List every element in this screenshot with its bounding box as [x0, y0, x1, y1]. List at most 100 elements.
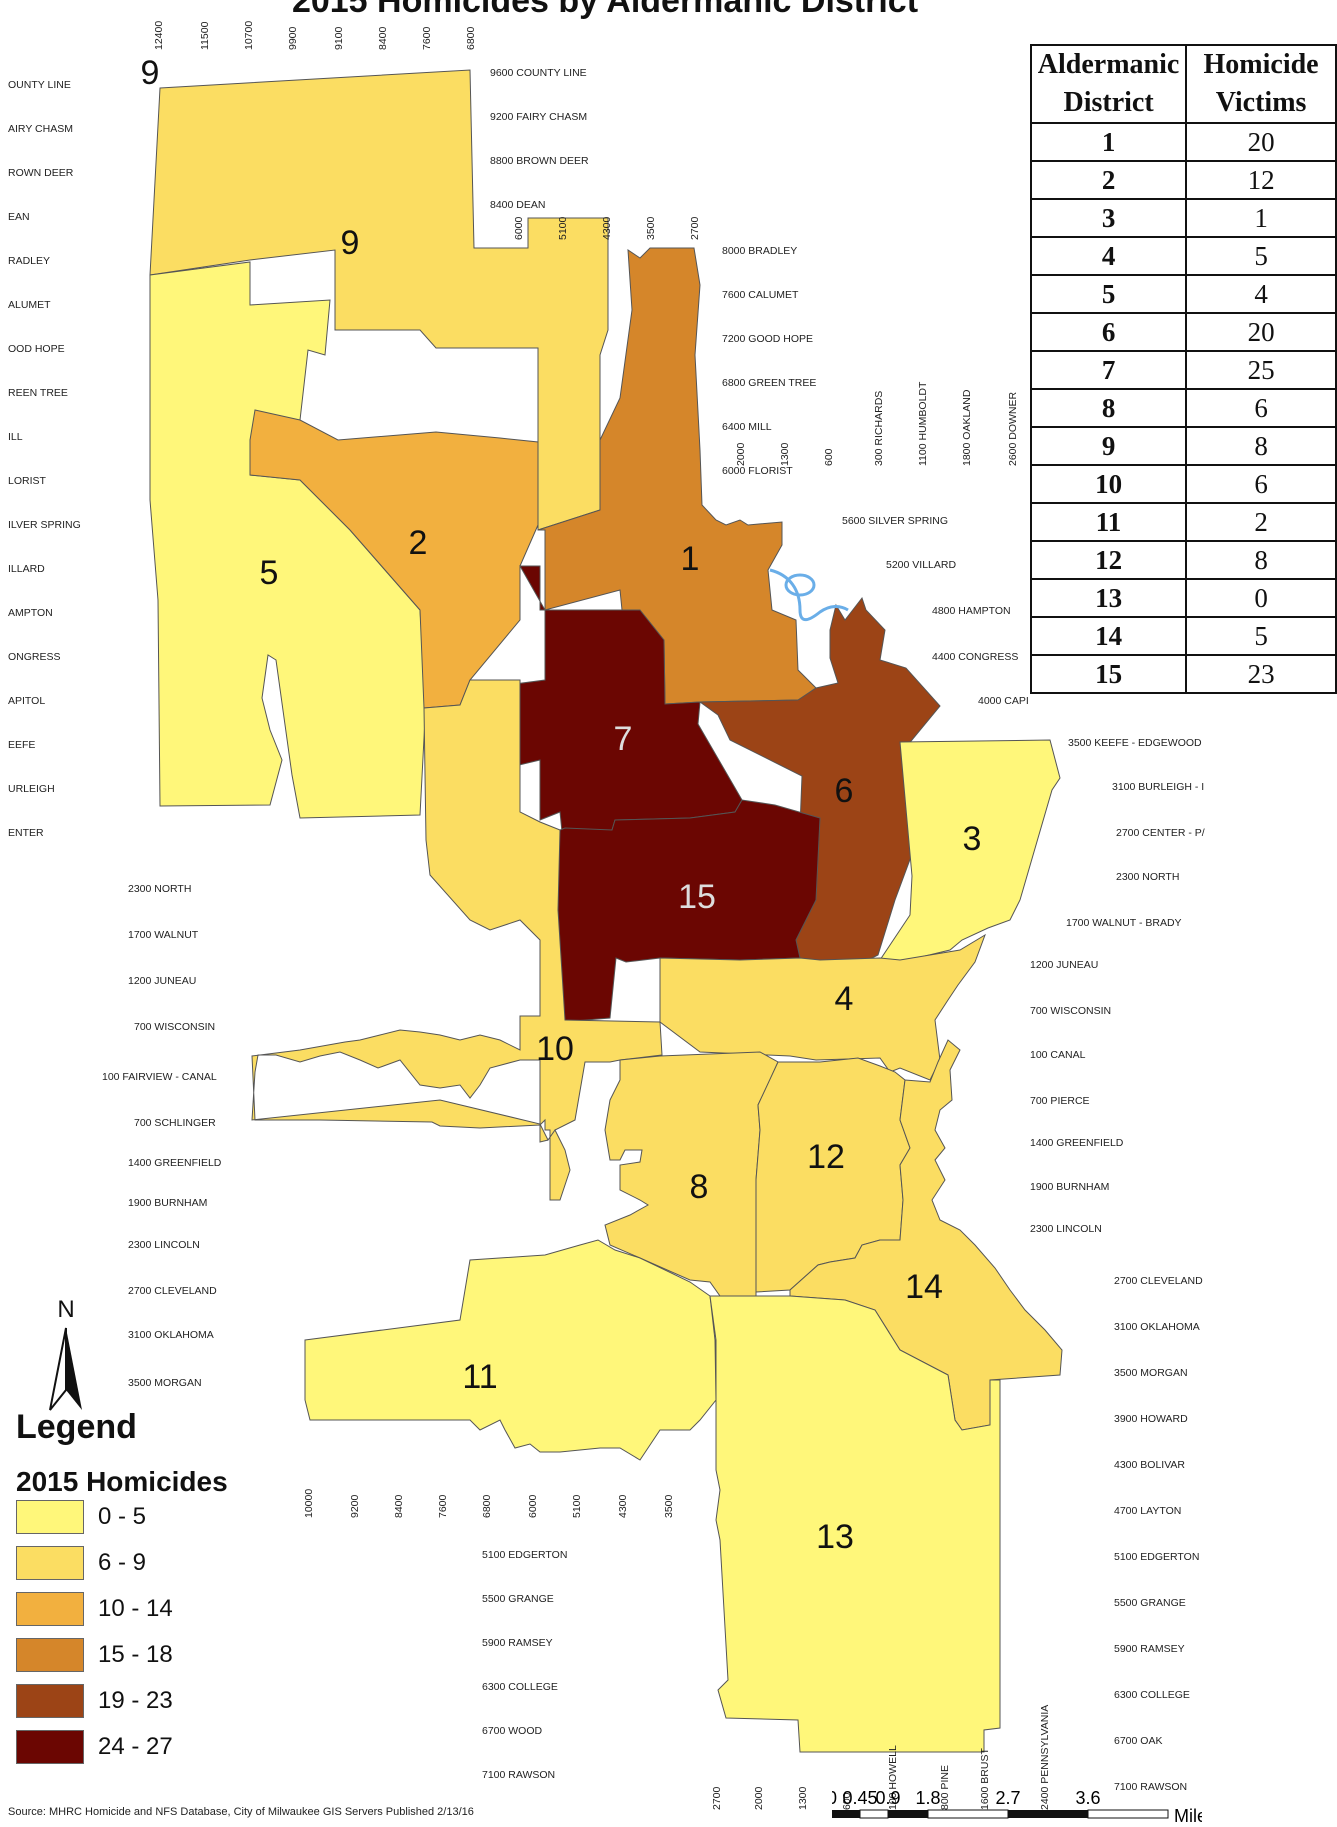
street-label: 1700 WALNUT - BRADY [1066, 917, 1182, 929]
street-label: 6300 COLLEGE [482, 1681, 558, 1693]
scale-tick-label: 2.7 [995, 1788, 1020, 1808]
legend-swatch [16, 1730, 84, 1764]
lagoon [784, 573, 816, 597]
street-label: 3500 MORGAN [1114, 1367, 1188, 1379]
victims-cell: 20 [1185, 122, 1337, 162]
street-label: 1200 JUNEAU [128, 975, 196, 987]
district-label-6: 6 [835, 772, 854, 810]
street-label: ONGRESS [8, 651, 61, 663]
district-10-area[interactable] [251, 679, 663, 1201]
street-label: 2300 NORTH [1116, 871, 1179, 883]
address-number: 8400 [377, 26, 389, 50]
legend-item: 24 - 27 [16, 1730, 173, 1764]
district-cell: 3 [1029, 198, 1188, 238]
street-label: ALUMET [8, 299, 51, 311]
district-5-area[interactable] [149, 261, 427, 819]
district-2-area[interactable] [249, 409, 539, 709]
address-number: 9100 [333, 26, 345, 50]
cross-street-label: 2600 DOWNER [1007, 391, 1019, 466]
victims-cell: 6 [1185, 388, 1337, 428]
legend-item: 19 - 23 [16, 1684, 173, 1718]
district-13-area[interactable] [709, 1295, 1001, 1753]
district-label-15: 15 [678, 878, 716, 916]
district-label-13: 13 [816, 1518, 854, 1556]
district-3-area[interactable] [879, 739, 1061, 963]
scale-tick-label: 0 [832, 1788, 837, 1808]
legend-label: 10 - 14 [98, 1595, 173, 1622]
street-label: ILVER SPRING [8, 519, 81, 531]
cross-street-label: 1800 OAKLAND [961, 389, 973, 466]
street-label: 3100 OKLAHOMA [128, 1329, 214, 1341]
address-number: 2700 [711, 1786, 723, 1810]
north-arrow-label: N [57, 1296, 75, 1323]
street-label: 7200 GOOD HOPE [722, 333, 813, 345]
district-cell: 7 [1029, 350, 1188, 390]
scale-bar: 00.450.91.82.73.6Miles [827, 1786, 1216, 1827]
district-14-area[interactable] [789, 1039, 1063, 1431]
legend-swatch [16, 1684, 84, 1718]
legend-subtitle: 2015 Homicides [16, 1466, 228, 1497]
address-number: 4300 [601, 216, 613, 240]
district-label-10: 10 [536, 1030, 574, 1068]
street-label: 4400 CONGRESS [932, 651, 1018, 663]
address-number: 1300 [779, 442, 791, 466]
street-label: 9200 FAIRY CHASM [490, 111, 587, 123]
street-label: 2300 LINCOLN [1030, 1223, 1102, 1235]
legend-item: 6 - 9 [16, 1546, 146, 1580]
victims-cell: 5 [1185, 236, 1337, 276]
district-cell: 14 [1029, 616, 1188, 656]
district-cell: 12 [1029, 540, 1188, 580]
district-cell: 2 [1029, 160, 1188, 200]
address-number: 7600 [421, 26, 433, 50]
street-label: 5500 GRANGE [482, 1593, 554, 1605]
district-label-12: 12 [807, 1138, 845, 1176]
street-label: 6700 WOOD [482, 1725, 543, 1737]
street-label: 9600 COUNTY LINE [490, 67, 587, 79]
street-label: 1200 JUNEAU [1030, 959, 1098, 971]
street-label: 6700 OAK [1114, 1735, 1162, 1747]
street-label: ROWN DEER [8, 167, 74, 179]
scale-unit-label: Miles [1174, 1806, 1202, 1822]
legend-label: 24 - 27 [98, 1733, 173, 1760]
victims-cell: 25 [1185, 350, 1337, 390]
address-number: 10700 [243, 21, 255, 50]
victims-cell: 6 [1185, 464, 1337, 504]
victims-cell: 2 [1185, 502, 1337, 542]
scale-tick-label: 0.9 [875, 1788, 900, 1808]
street-label: 8400 DEAN [490, 199, 545, 211]
address-number: 9200 [349, 1494, 361, 1518]
victims-cell: 5 [1185, 616, 1337, 656]
address-number: 600 [841, 1792, 853, 1810]
district-11-area[interactable] [304, 1239, 717, 1461]
victims-cell: 4 [1185, 274, 1337, 314]
street-label: EAN [8, 211, 30, 223]
address-number: 6800 [465, 26, 477, 50]
street-label: 100 CANAL [1030, 1049, 1086, 1061]
district-4-area[interactable] [659, 933, 986, 1081]
district-label-9: 9 [341, 224, 360, 262]
street-label: EEFE [8, 739, 35, 751]
cross-street-label: 2400 PENNSYLVANIA [1039, 1705, 1051, 1810]
district-label-11: 11 [462, 1358, 497, 1396]
legend-swatch [16, 1546, 84, 1580]
street-label: ILLARD [8, 563, 45, 575]
victims-cell: 20 [1185, 312, 1337, 352]
